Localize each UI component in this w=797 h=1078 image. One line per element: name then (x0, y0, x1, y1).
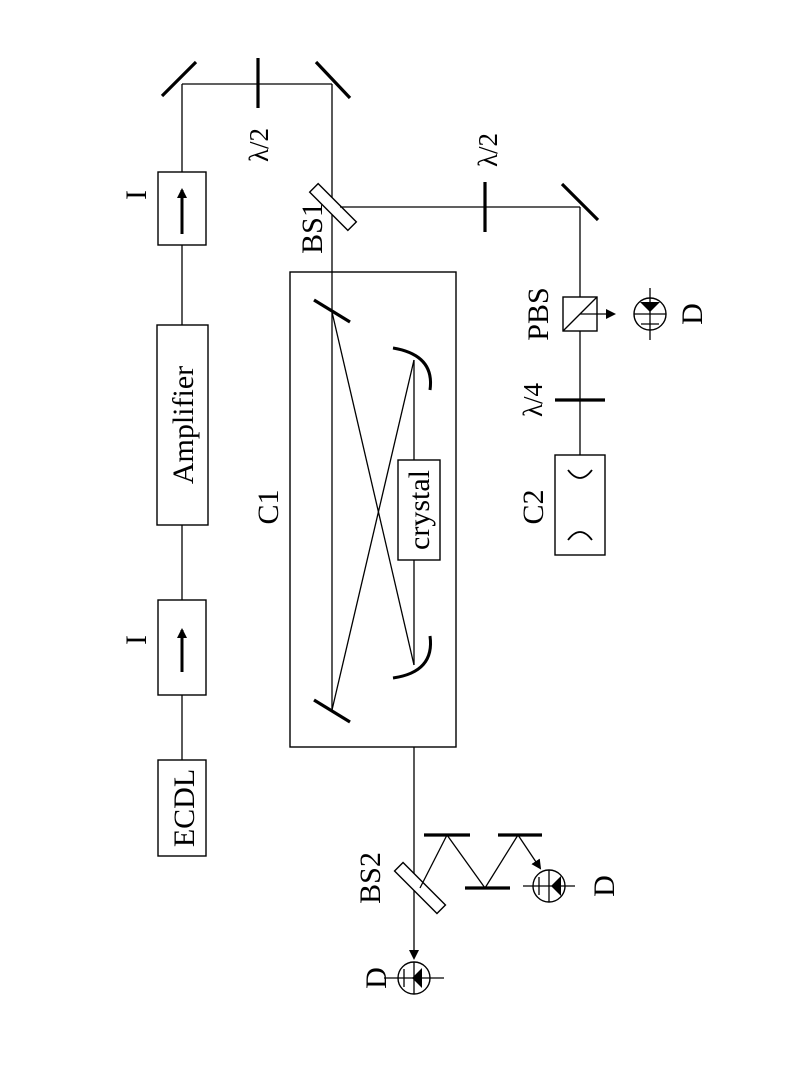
detector-output-label: D (360, 967, 393, 989)
cavity-curved-mirror-2 (392, 635, 433, 680)
c2-label: C2 (517, 489, 550, 524)
isolator-1-label: I (120, 635, 153, 645)
detector-pbs-label: D (676, 303, 709, 325)
crystal-label: crystal (403, 470, 436, 550)
mirror-branch (560, 182, 600, 222)
ecdl-laser: ECDL (157, 759, 207, 857)
ecdl-label: ECDL (168, 769, 201, 847)
photodetector-pbs: D (633, 288, 709, 340)
mirror-top-left (160, 60, 198, 98)
cavity-2: C2 (517, 454, 606, 556)
bs2-reflected-path (419, 833, 542, 890)
bs1-label: BS1 (296, 202, 329, 254)
quarter-wave-label: λ/4 (518, 382, 548, 417)
photodetector-output: D (360, 961, 444, 995)
bs2-label: BS2 (354, 852, 387, 904)
polarizing-beam-splitter: PBS (522, 287, 616, 341)
optical-isolator-1: I (120, 599, 207, 696)
beam-splitter-2: BS2 (354, 852, 447, 915)
c1-label: C1 (252, 489, 285, 524)
half-wave-2-label: λ/2 (473, 133, 503, 167)
cavity-curved-mirror-1 (392, 346, 433, 391)
pbs-label: PBS (522, 287, 555, 340)
isolator-2-label: I (120, 190, 153, 200)
cavity-flat-mirror-2 (313, 698, 351, 724)
detector-bs2-label: D (588, 875, 621, 897)
beam-splitter-1: BS1 (296, 182, 358, 254)
cavity-1: crystal C1 (252, 271, 457, 748)
photodetector-bs2: D (523, 869, 621, 903)
half-wave-1-label: λ/2 (244, 128, 274, 162)
optical-isolator-2: I (120, 171, 207, 246)
optical-amplifier: Amplifier (156, 324, 209, 526)
amplifier-label: Amplifier (167, 366, 200, 484)
mirror-top-right (314, 60, 352, 100)
cavity-flat-mirror-1 (313, 298, 351, 324)
